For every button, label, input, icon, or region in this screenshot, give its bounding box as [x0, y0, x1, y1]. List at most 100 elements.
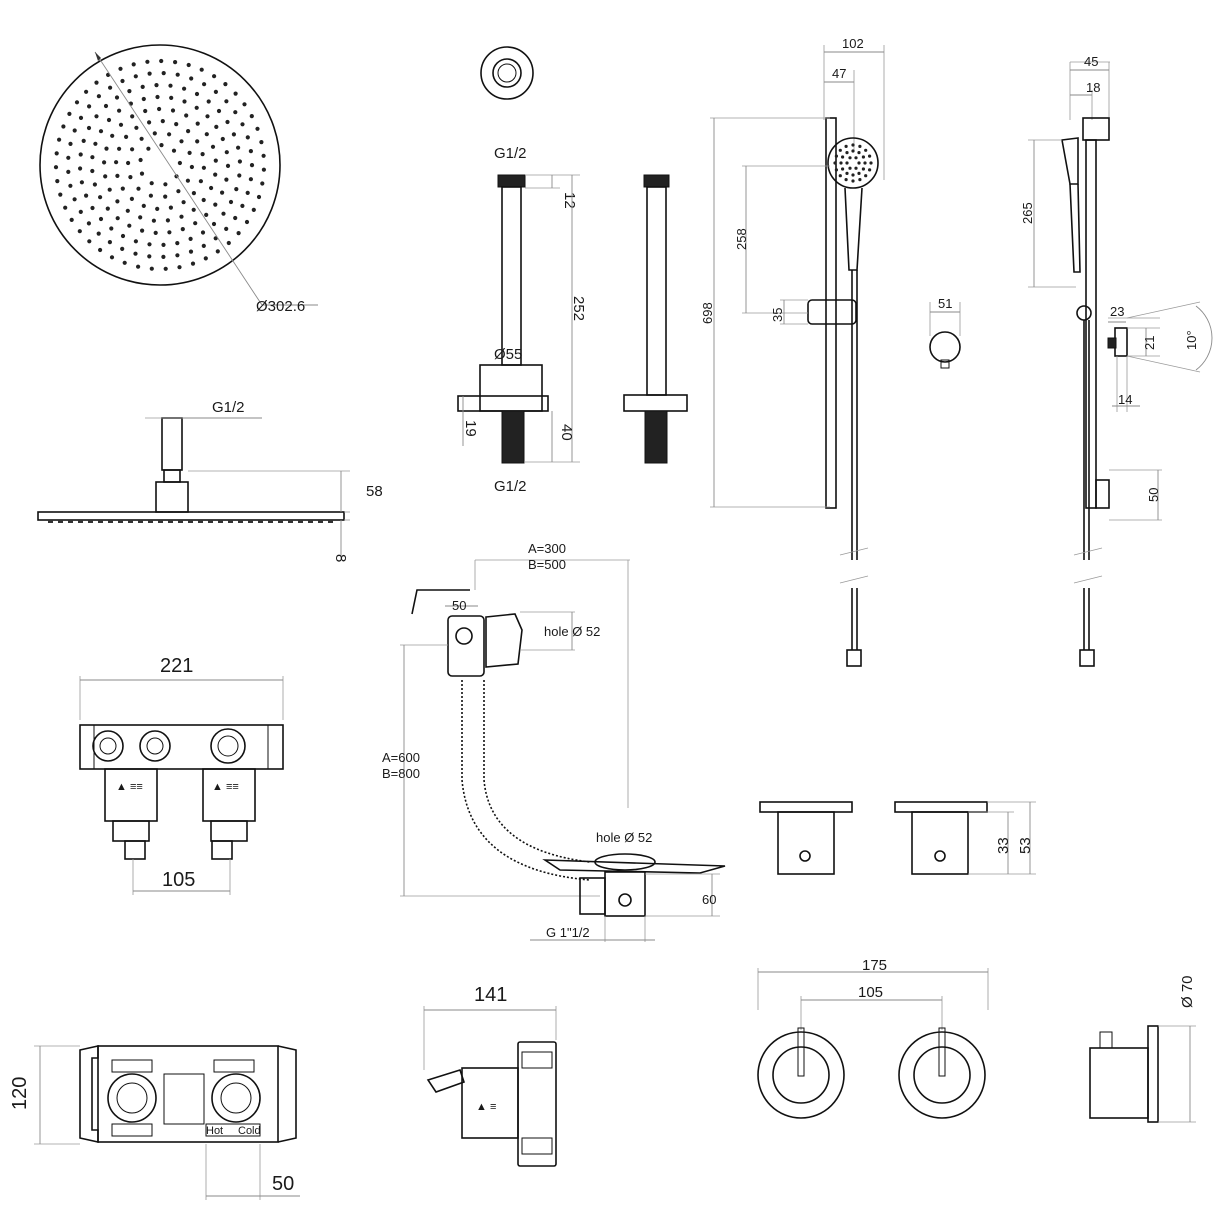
- nozzle-dot: [186, 129, 191, 134]
- nozzle-dot: [255, 126, 260, 131]
- handset-dot: [864, 148, 868, 152]
- nozzle-dot: [96, 231, 101, 236]
- side-view-nozzles: [48, 520, 333, 523]
- nozzle-dot: [260, 181, 265, 186]
- arm-flange-diameter-label: Ø55: [494, 346, 522, 363]
- nozzle-dot: [114, 95, 120, 100]
- nozzle-dot: [223, 82, 228, 87]
- side-nozzle: [108, 520, 113, 523]
- arm-bottom-length-label: 40: [558, 424, 575, 441]
- valve-centres-label: 105: [162, 869, 195, 891]
- nozzle-dot: [213, 158, 218, 163]
- side-nozzle: [138, 520, 143, 523]
- rail-handset-height-label: 258: [734, 228, 749, 250]
- outlet-angle-label: 10°: [1184, 330, 1199, 350]
- nozzle-dot: [175, 72, 180, 77]
- nozzle-dot: [90, 155, 95, 160]
- nozzle-dot: [249, 114, 254, 119]
- nozzle-dot: [226, 240, 231, 246]
- nozzle-dot: [68, 183, 73, 188]
- nozzle-dot: [114, 160, 119, 165]
- control-depth-outer-label: 53: [1017, 837, 1034, 854]
- plate-diameter-label: Ø 70: [1179, 975, 1196, 1008]
- nozzle-dot: [147, 254, 152, 259]
- nozzle-dot: [155, 206, 160, 211]
- nozzle-dot: [81, 138, 86, 143]
- handset-dot: [857, 151, 861, 155]
- side-nozzle: [238, 520, 243, 523]
- nozzle-dot: [117, 108, 122, 113]
- nozzle-dot: [161, 242, 166, 247]
- nozzle-dot: [169, 95, 174, 100]
- handset-dot: [838, 148, 842, 152]
- handset-dot: [845, 171, 849, 175]
- side-nozzle: [288, 520, 293, 523]
- valve-width-label: 221: [160, 655, 193, 677]
- box-hot-label: Hot: [206, 1125, 223, 1137]
- nozzle-dot: [220, 190, 225, 195]
- nozzle-dot: [244, 219, 250, 225]
- nozzle-dot: [74, 100, 80, 105]
- rain-height-label: 58: [366, 483, 383, 500]
- nozzle-dot: [98, 195, 103, 200]
- nozzle-dot: [174, 122, 179, 127]
- nozzle-dot: [248, 149, 253, 154]
- nozzle-dot: [148, 193, 153, 198]
- nozzle-dot: [140, 84, 145, 89]
- nozzle-dot: [118, 122, 124, 127]
- side-offset-label: 18: [1086, 80, 1100, 95]
- nozzle-dot: [84, 89, 89, 94]
- nozzle-dot: [240, 122, 245, 127]
- side-nozzle: [58, 520, 63, 523]
- nozzle-dot: [199, 67, 204, 72]
- nozzle-dot: [177, 160, 182, 166]
- nozzle-dot: [104, 146, 109, 151]
- rain-thickness-label: 8: [332, 554, 349, 562]
- shower-head-nozzles: [53, 58, 266, 271]
- rail-handset-offset-label: 47: [832, 66, 846, 81]
- nozzle-dot: [189, 164, 194, 170]
- nozzle-dot: [115, 173, 120, 178]
- arm-thread-bottom-label: G1/2: [494, 478, 527, 495]
- handset-dot: [834, 154, 839, 158]
- side-nozzle: [278, 520, 283, 523]
- handset-dot: [868, 168, 872, 172]
- side-nozzle: [118, 520, 123, 523]
- nozzle-dot: [181, 200, 186, 205]
- side-nozzle: [98, 520, 103, 523]
- handset-dot: [869, 161, 873, 165]
- ceiling-arm-assembly: G1/2 12 252 Ø55 19 40 G1/2: [457, 46, 688, 495]
- nozzle-dot: [78, 115, 84, 120]
- bath-filler-waste: A=300 B=500 50 hole Ø 52 A=600 B=800 hol…: [382, 541, 726, 942]
- nozzle-dot: [202, 82, 207, 87]
- nozzle-dot: [149, 266, 154, 271]
- handset-dot: [868, 154, 872, 158]
- nozzle-dot: [225, 119, 230, 125]
- nozzle-dot: [72, 128, 77, 133]
- nozzle-dot: [94, 114, 99, 119]
- nozzle-dot: [102, 160, 107, 165]
- arm-thread-top-label: G1/2: [494, 145, 527, 162]
- nozzle-dot: [228, 199, 234, 205]
- nozzle-dot: [78, 152, 83, 157]
- nozzle-dot: [127, 89, 132, 94]
- nozzle-dot: [147, 71, 152, 76]
- nozzle-dot: [211, 221, 217, 227]
- outlet-width-label: 51: [938, 296, 952, 311]
- handset-dot: [851, 149, 855, 153]
- nozzle-dot: [261, 167, 266, 172]
- side-nozzle: [228, 520, 233, 523]
- nozzle-dot: [139, 136, 144, 141]
- nozzle-dot: [200, 230, 206, 235]
- nozzle-dot: [194, 91, 200, 97]
- handset-dot: [858, 178, 862, 182]
- control-depth-inner-label: 33: [995, 837, 1012, 854]
- filler-length-a-label: A=300: [528, 541, 566, 556]
- nozzle-dot: [110, 133, 115, 138]
- nozzle-dot: [147, 120, 152, 125]
- nozzle-dot: [98, 247, 103, 253]
- rain-inlet-label: G1/2: [212, 399, 245, 416]
- nozzle-dot: [201, 197, 206, 203]
- side-width-label: 45: [1084, 54, 1098, 69]
- side-nozzle: [158, 520, 163, 523]
